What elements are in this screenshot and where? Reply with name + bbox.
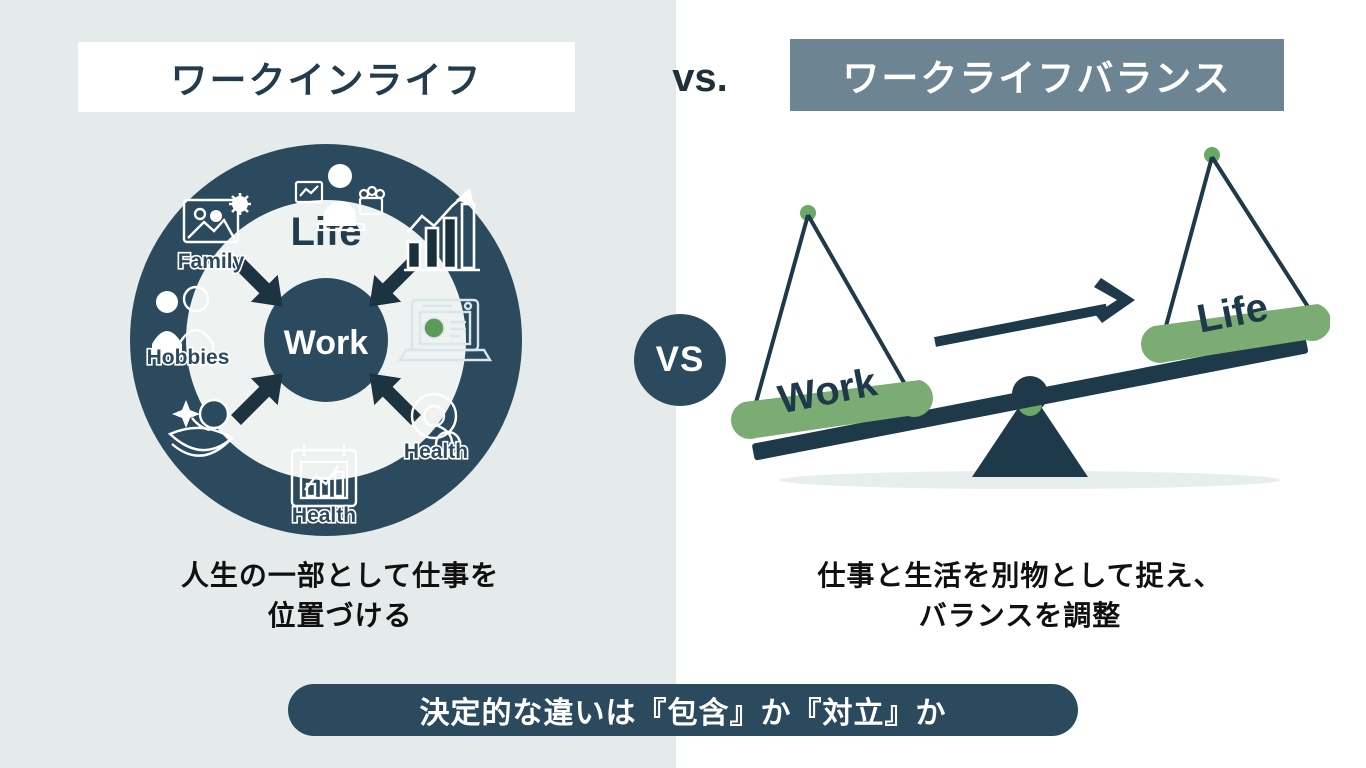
left-caption-line2: 位置づける	[267, 599, 413, 631]
versus-label: vs.	[672, 56, 728, 100]
work-apex-dot	[800, 205, 816, 221]
left-header-box: ワークインライフ	[78, 42, 575, 112]
life-pan	[1141, 304, 1330, 363]
work-pan	[731, 380, 933, 439]
life-apex-dot	[1204, 147, 1220, 163]
work-in-life-circle-diagram: Life Work	[124, 142, 528, 542]
right-caption-line2: バランスを調整	[918, 599, 1122, 631]
life-pan-group: Life	[1141, 147, 1330, 363]
right-header-title: ワークライフバランス	[842, 58, 1232, 99]
hobbies-label: Hobbies	[147, 346, 230, 369]
bottom-banner: 決定的な違いは『包含』か『対立』か	[288, 684, 1078, 736]
left-caption-line1: 人生の一部として仕事を	[180, 560, 500, 591]
laptop-dashboard-icon	[397, 298, 493, 362]
calendar-chart-icon	[290, 444, 358, 508]
health-bottom-label: Health	[292, 504, 356, 527]
work-center-label: Work	[284, 324, 368, 362]
family-label: Family	[178, 250, 245, 273]
book-learning-icon	[167, 398, 235, 457]
health-right-label: Health	[404, 440, 468, 463]
rightward-arrow-icon	[934, 278, 1135, 347]
presenter-icon	[294, 164, 386, 232]
fulcrum	[972, 390, 1088, 477]
growth-chart-icon	[404, 188, 480, 272]
people-hobbies-icon	[152, 285, 215, 358]
work-pan-group: Work	[731, 205, 933, 439]
right-caption: 仕事と生活を別物として捉え、 バランスを調整	[740, 556, 1300, 636]
right-header-box: ワークライフバランス	[790, 39, 1284, 111]
work-life-balance-scale-diagram: Work Life	[730, 132, 1330, 512]
bottom-banner-text: 決定的な違いは『包含』か『対立』か	[419, 697, 947, 730]
lifebuoy-health-icon	[410, 392, 462, 458]
right-caption-line1: 仕事と生活を別物として捉え、	[817, 560, 1223, 591]
photo-family-icon	[182, 193, 251, 244]
left-caption: 人生の一部として仕事を 位置づける	[60, 556, 620, 636]
vs-badge: VS	[634, 314, 726, 406]
beam	[752, 336, 1309, 461]
ground-shadow	[780, 471, 1280, 489]
left-header-title: ワークインライフ	[170, 60, 483, 101]
